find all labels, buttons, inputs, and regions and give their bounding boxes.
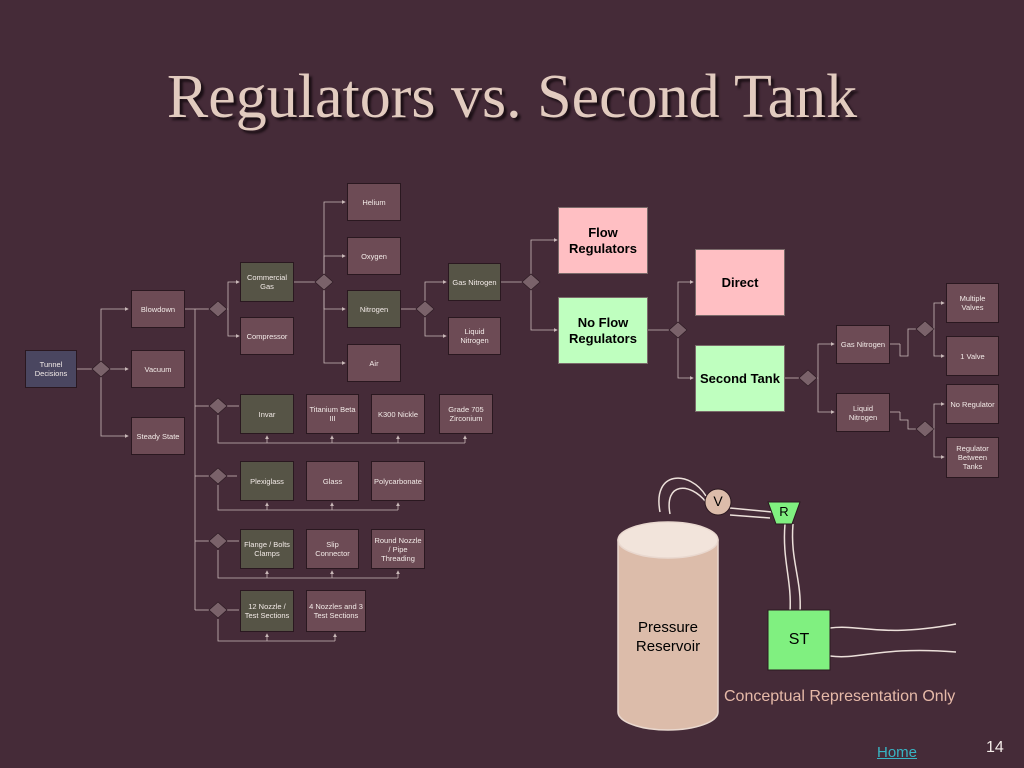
node-oxygen: Oxygen [347, 237, 401, 275]
node-flange: Flange / Bolts Clamps [240, 529, 294, 569]
node-nitrogen: Nitrogen [347, 290, 401, 328]
decision-diamond [915, 320, 935, 338]
node-second-tank: Second Tank [695, 345, 785, 412]
node-no-regulator: No Regulator [946, 384, 999, 424]
home-link[interactable]: Home [877, 744, 918, 761]
valve-circle [704, 488, 732, 516]
node-flow-regulators: Flow Regulators [558, 207, 648, 274]
node-round-nozzle: Round Nozzle / Pipe Threading [371, 529, 425, 569]
decision-diamond [208, 300, 228, 318]
regulator-label: R [779, 504, 789, 519]
node-steady-state: Steady State [131, 417, 185, 455]
node-blowdown: Blowdown [131, 290, 185, 328]
settling-tank-box [767, 609, 831, 671]
node-regulator-between-tanks: Regulator Between Tanks [946, 437, 999, 478]
node-polycarbonate: Polycarbonate [371, 461, 425, 501]
decision-diamond [208, 601, 228, 619]
decision-diamond [668, 321, 688, 339]
node-helium: Helium [347, 183, 401, 221]
node-liquid-nitrogen: Liquid Nitrogen [448, 317, 501, 355]
node-direct: Direct [695, 249, 785, 316]
page-number: 14 [986, 739, 1004, 756]
reservoir-top [617, 521, 719, 559]
node-plexiglass: Plexiglass [240, 461, 294, 501]
node-vacuum: Vacuum [131, 350, 185, 388]
schematic [617, 477, 957, 731]
node-no-flow-regulators: No Flow Regulators [558, 297, 648, 364]
valve-label: V [713, 493, 723, 509]
node-zirconium: Grade 705 Zirconium [439, 394, 493, 434]
slide-title: Regulators vs. Second Tank [166, 63, 858, 131]
decision-diamond [915, 420, 935, 438]
decision-diamond [798, 369, 818, 387]
decision-diamond [208, 397, 228, 415]
node-tank-liquid-nitrogen: Liquid Nitrogen [836, 393, 890, 432]
node-gas-nitrogen: Gas Nitrogen [448, 263, 501, 301]
regulator-shape [767, 501, 801, 525]
settling-tank-label: ST [788, 631, 810, 648]
node-multiple-valves: Multiple Valves [946, 283, 999, 323]
node-12-nozzle: 12 Nozzle / Test Sections [240, 590, 294, 632]
decision-diamond [208, 467, 228, 485]
node-1-valve: 1 Valve [946, 336, 999, 376]
node-k300: K300 Nickle [371, 394, 425, 434]
conceptual-caption: Conceptual Representation Only [724, 688, 956, 705]
decision-diamond [415, 300, 435, 318]
node-glass: Glass [306, 461, 359, 501]
node-4-nozzles: 4 Nozzles and 3 Test Sections [306, 590, 366, 632]
node-root: Tunnel Decisions [25, 350, 77, 388]
node-tank-gas-nitrogen: Gas Nitrogen [836, 325, 890, 364]
node-titanium: Titanium Beta III [306, 394, 359, 434]
reservoir-label: Pressure Reservoir [635, 619, 701, 655]
decision-diamond [314, 273, 334, 291]
node-commercial-gas: Commercial Gas [240, 262, 294, 302]
node-invar: Invar [240, 394, 294, 434]
decision-diamond [521, 273, 541, 291]
node-air: Air [347, 344, 401, 382]
node-compressor: Compressor [240, 317, 294, 355]
decision-diamond [91, 360, 111, 378]
decision-diamond [208, 532, 228, 550]
reservoir-body [617, 539, 719, 731]
node-slip-connector: Slip Connector [306, 529, 359, 569]
